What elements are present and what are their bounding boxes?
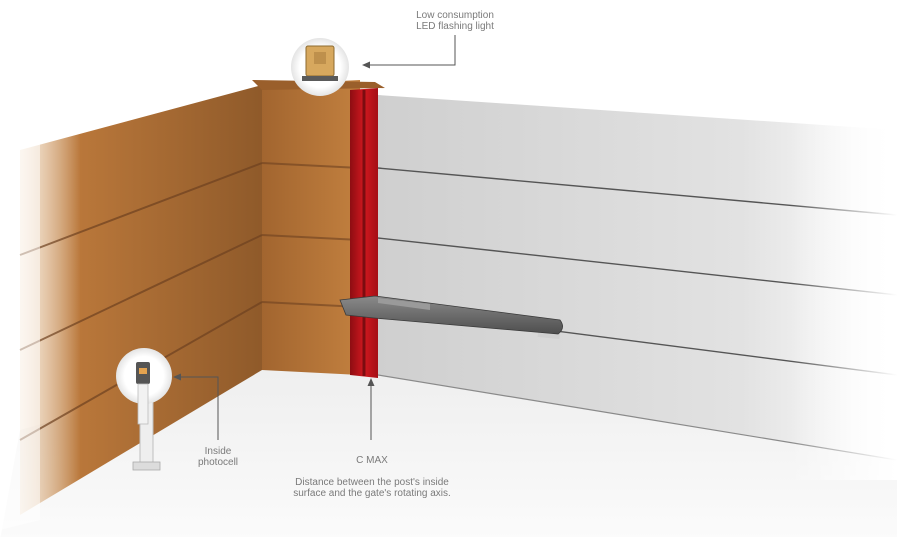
gate-actuator — [339, 295, 563, 340]
cmax-title: C MAX — [356, 455, 388, 466]
callout-cmax — [367, 378, 375, 440]
photocell-label: Inside photocell — [197, 446, 239, 468]
gate-leaf — [377, 90, 897, 480]
flashing-light-icon — [291, 38, 349, 96]
cmax-description: Distance between the post's inside surfa… — [293, 477, 451, 499]
cmax-callout: C MAX Distance between the post's inside… — [262, 444, 482, 510]
callout-photocell — [173, 373, 219, 440]
gate-post — [350, 88, 378, 378]
floor — [0, 360, 897, 537]
flashing-light-label: Low consumption LED flashing light — [416, 10, 494, 32]
wooden-pillar — [252, 80, 385, 375]
photocell-icon — [116, 348, 172, 471]
callout-flashing-light — [362, 35, 456, 69]
